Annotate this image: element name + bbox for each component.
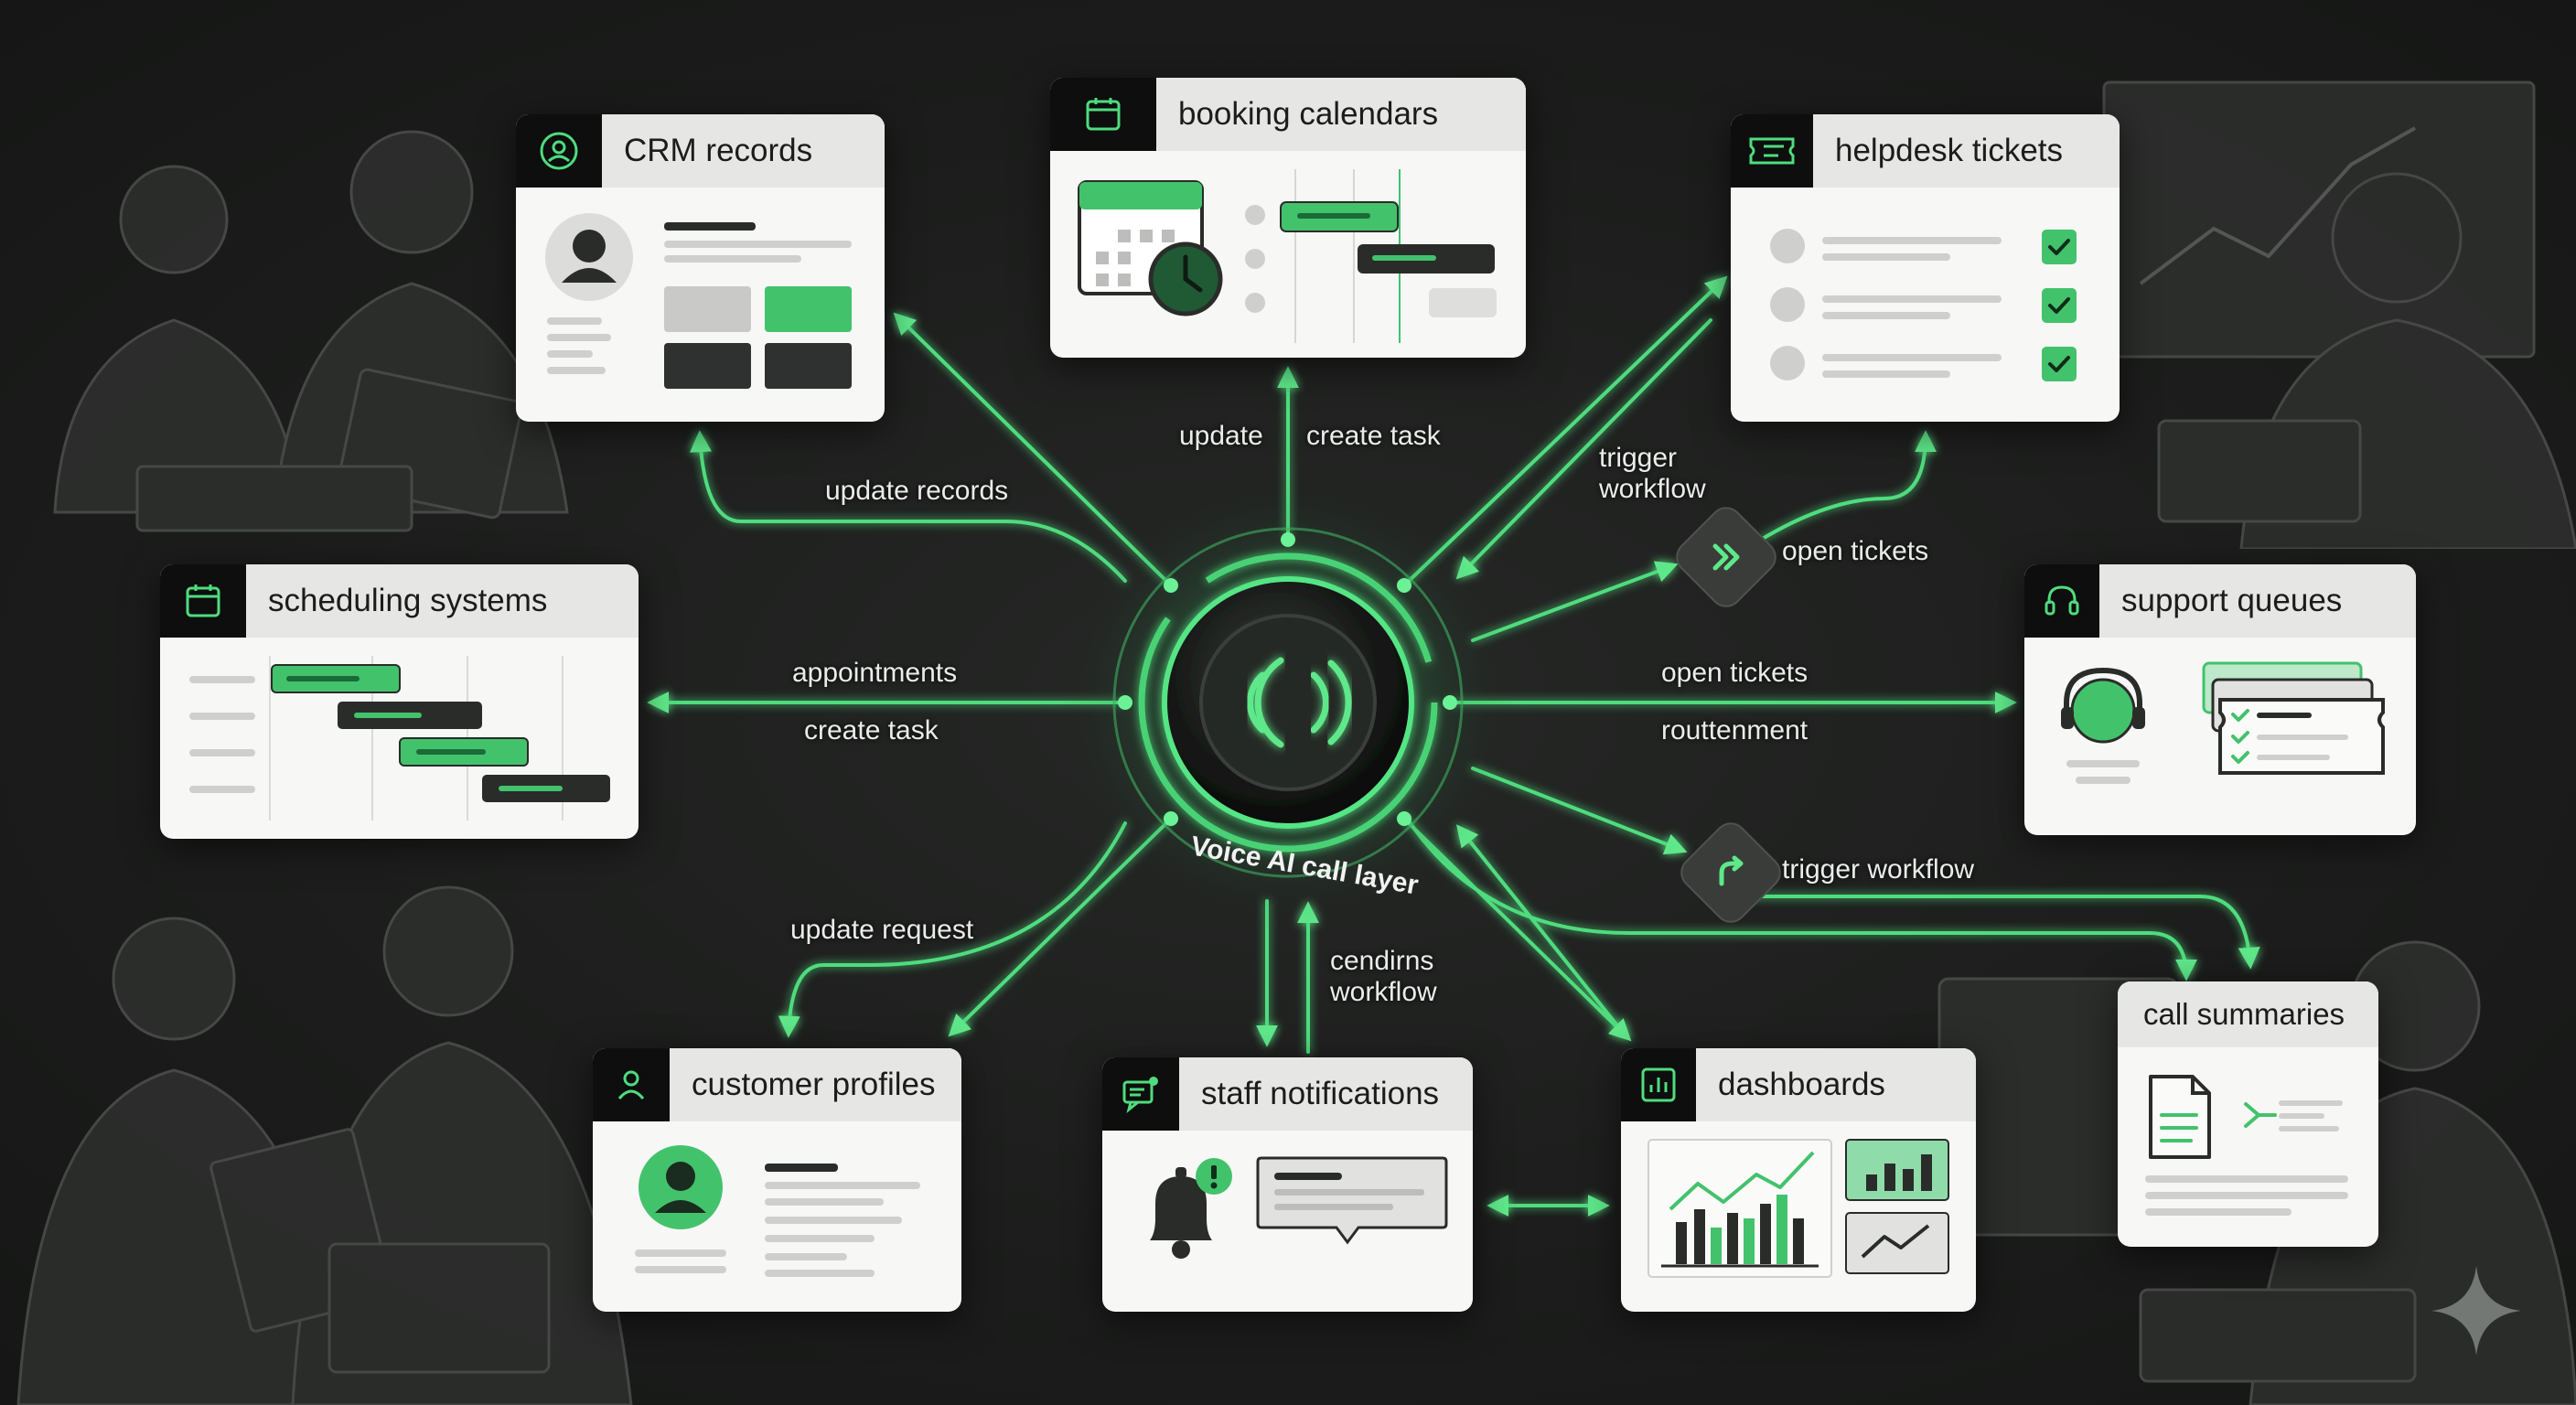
call-summaries-illustration (2145, 1075, 2348, 1216)
customer-profiles-card[interactable]: customer profiles (593, 1048, 961, 1312)
label-update-request: update request (790, 915, 974, 945)
crm-records-card[interactable]: CRM records (516, 114, 885, 422)
trigger-workflow-node[interactable] (1673, 815, 1788, 930)
sparkle-icon (2431, 1266, 2521, 1356)
calendar-icon (186, 585, 220, 617)
wire-update-records (690, 430, 1127, 583)
support-queues-card[interactable]: support queues (2024, 564, 2416, 835)
scheduling-systems-card[interactable]: scheduling systems (160, 564, 639, 839)
card-title: staff notifications (1201, 1076, 1440, 1111)
scheduling-systems-illustration (189, 656, 610, 820)
card-title: customer profiles (692, 1067, 936, 1102)
booking-calendars-illustration (1078, 169, 1497, 343)
wire-helpdesk-out (1402, 275, 1728, 587)
helpdesk-tickets-card[interactable]: helpdesk tickets (1731, 114, 2120, 422)
background-people-bottom-left (16, 885, 633, 1405)
chat-alert-icon (1122, 1077, 1158, 1113)
support-queues-illustration (2061, 661, 2385, 784)
card-title: call summaries (2143, 997, 2345, 1031)
trigger-workflow-node-label: trigger workflow (1782, 854, 1975, 885)
wire-update-request (778, 821, 1127, 1038)
helpdesk-tickets-illustration (1770, 229, 2077, 381)
label-update-records: update records (825, 476, 1009, 506)
dashboards-illustration (1648, 1139, 1949, 1278)
card-title: booking calendars (1178, 96, 1439, 132)
curved-arrow-icon (1719, 855, 1744, 886)
label-open-tickets-right: open tickets (1661, 658, 1809, 688)
label-trigger-workflow-top: trigger workflow (1599, 443, 1706, 504)
ticket-icon (1749, 137, 1795, 165)
call-summaries-card[interactable]: call summaries (2118, 981, 2378, 1247)
label-update: update (1179, 421, 1263, 451)
label-cendirns-workflow: cendirns workflow (1330, 946, 1437, 1007)
open-tickets-node[interactable] (1669, 499, 1784, 615)
wire-node-trigger (1471, 767, 1688, 855)
dashboards-card[interactable]: dashboards (1621, 1048, 1976, 1312)
label-create-task-left: create task (804, 715, 939, 745)
open-tickets-node-label: open tickets (1782, 536, 1929, 566)
wire-summaries-2 (1736, 895, 2260, 970)
booking-calendars-card[interactable]: booking calendars (1050, 78, 1526, 358)
label-appointments: appointments (792, 658, 958, 688)
card-title: helpdesk tickets (1835, 133, 2064, 168)
background-person-top-right (2102, 80, 2576, 549)
staff-notifications-card[interactable]: staff notifications (1102, 1057, 1473, 1312)
card-title: scheduling systems (268, 583, 548, 618)
wire-dashboards-in (1456, 824, 1626, 1035)
calendar-icon (1086, 98, 1121, 131)
voice-ai-hub (1059, 474, 1517, 931)
wire-helpdesk-in (1455, 318, 1712, 580)
card-title: CRM records (624, 133, 813, 168)
wire-node-open (1471, 561, 1679, 642)
user-icon (617, 1070, 645, 1099)
customer-profiles-illustration (635, 1145, 920, 1277)
card-title: dashboards (1718, 1067, 1885, 1102)
bar-chart-icon (1641, 1067, 1676, 1102)
wire-group (647, 275, 2260, 1217)
double-chevron-icon (1712, 543, 1740, 571)
wire-open-tickets (1759, 430, 1937, 542)
headset-icon (2045, 585, 2079, 616)
staff-notifications-illustration (1150, 1156, 1448, 1259)
wire-crm (893, 312, 1173, 587)
label-create-task-top: create task (1306, 421, 1441, 451)
label-routtenment: routtenment (1661, 715, 1809, 745)
user-circle-icon (540, 132, 578, 170)
crm-records-illustration (545, 213, 852, 389)
card-title: support queues (2121, 583, 2343, 618)
